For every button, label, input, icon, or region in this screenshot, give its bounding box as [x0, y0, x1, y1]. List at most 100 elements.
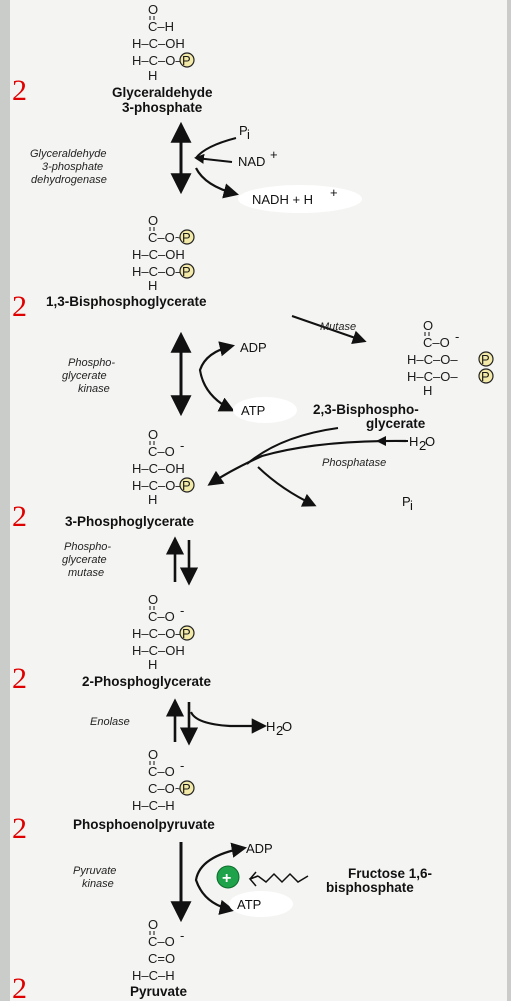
- svg-text:C–O: C–O: [148, 444, 175, 459]
- svg-text:O: O: [148, 427, 158, 442]
- compound-pg3: 3-Phosphoglycerate: [65, 514, 195, 529]
- cofactor-adp-pk: ADP: [246, 841, 273, 856]
- structure-2-phosphoglycerate: O C–O - H–C–O– P H–C–OH H: [132, 592, 195, 672]
- cofactor-h2o-top: H: [409, 434, 418, 449]
- svg-text:-: -: [180, 758, 184, 773]
- stoich-2-pg2: 2: [12, 662, 27, 695]
- enzyme-gapdh-line1: Glyceraldehyde: [30, 148, 106, 160]
- svg-text:i: i: [247, 127, 250, 142]
- svg-text:O: O: [148, 213, 158, 228]
- enzyme-pgk-line3: kinase: [78, 383, 110, 395]
- svg-text:H–C–H: H–C–H: [132, 968, 175, 983]
- svg-text:2: 2: [276, 723, 283, 738]
- reaction-phosphatase: [207, 427, 408, 507]
- enzyme-pk-line1: Pyruvate: [73, 865, 116, 877]
- stoich-2-gap: 2: [12, 74, 27, 107]
- atom-o: O: [148, 2, 158, 17]
- svg-text:P: P: [182, 781, 191, 796]
- compound-fbp-line1: Fructose 1,6-: [348, 866, 432, 881]
- structure-phosphoenolpyruvate: O C–O - C–O~ P H–C–H: [132, 747, 195, 813]
- enzyme-pgk-line2: glycerate: [62, 370, 107, 382]
- svg-text:i: i: [410, 498, 413, 513]
- svg-text:-: -: [455, 329, 459, 344]
- svg-text:H–C–OH: H–C–OH: [132, 643, 185, 658]
- svg-text:C–O: C–O: [423, 335, 450, 350]
- compound-bpg23-line1: 2,3-Bisphospho-: [313, 402, 419, 417]
- compound-gap-line2: 3-phosphate: [122, 100, 203, 115]
- enzyme-enolase: Enolase: [90, 716, 130, 728]
- svg-text:O: O: [282, 719, 292, 734]
- svg-text:O: O: [148, 917, 158, 932]
- svg-text:P: P: [182, 478, 191, 493]
- svg-text:H: H: [148, 657, 157, 672]
- stoich-2-bpg13: 2: [12, 290, 27, 323]
- compound-pyruvate: Pyruvate: [130, 984, 188, 999]
- svg-text:C–O: C–O: [148, 764, 175, 779]
- svg-text:-: -: [180, 438, 184, 453]
- compound-gap-line1: Glyceraldehyde: [112, 85, 213, 100]
- svg-text:-: -: [180, 928, 184, 943]
- svg-text:H–C–OH: H–C–OH: [132, 461, 185, 476]
- svg-text:P: P: [481, 352, 490, 367]
- formula-hcoh: H–C–OH: [132, 36, 185, 51]
- svg-text:-: -: [180, 603, 184, 618]
- enzyme-gapdh-line2: 3-phosphate: [42, 161, 103, 173]
- svg-text:O: O: [148, 747, 158, 762]
- cofactor-adp: ADP: [240, 340, 267, 355]
- svg-text:P: P: [182, 264, 191, 279]
- svg-text:+: +: [270, 147, 278, 162]
- svg-text:C–O: C–O: [148, 934, 175, 949]
- svg-text:P: P: [182, 230, 191, 245]
- formula-ch: C–H: [148, 19, 174, 34]
- frame-right-border: [507, 0, 511, 1001]
- compound-bpg13: 1,3-Bisphosphoglycerate: [46, 294, 207, 309]
- structure-pyruvate: O C–O - C=O H–C–H: [132, 917, 184, 983]
- glow-atp-1: [233, 397, 297, 423]
- structure-2-3-bisphosphoglycerate: O C–O - H–C–O– P H–C–O– P H: [407, 318, 494, 398]
- svg-text:H: H: [148, 492, 157, 507]
- structure-glyceraldehyde-3-phosphate: O C–H H–C–OH H–C–O– P H: [132, 2, 195, 83]
- svg-text:H–C–O–: H–C–O–: [132, 264, 183, 279]
- reaction-gapdh: [170, 121, 239, 199]
- enzyme-pk-line2: kinase: [82, 878, 114, 890]
- svg-text:H–C–O–: H–C–O–: [132, 626, 183, 641]
- svg-text:C=O: C=O: [148, 951, 175, 966]
- enzyme-mutase: Mutase: [320, 321, 356, 333]
- svg-text:H–C–O–: H–C–O–: [132, 478, 183, 493]
- reaction-pgm: [165, 536, 199, 586]
- svg-text:O: O: [148, 592, 158, 607]
- frame-left-border: [0, 0, 10, 1001]
- glow-nadh: [238, 185, 362, 213]
- cofactor-pi-2: P: [402, 494, 411, 509]
- enzyme-gapdh-line3: dehydrogenase: [31, 174, 107, 186]
- glow-atp-2: [229, 891, 293, 917]
- cofactor-nadh: NADH + H: [252, 192, 313, 207]
- svg-text:P: P: [182, 626, 191, 641]
- svg-text:O: O: [425, 434, 435, 449]
- compound-pep: Phosphoenolpyruvate: [73, 817, 215, 832]
- compound-fbp-line2: bisphosphate: [326, 880, 414, 895]
- svg-text:2: 2: [419, 438, 426, 453]
- stoich-2-pyr: 2: [12, 972, 27, 1001]
- reaction-pgk: [170, 331, 236, 417]
- stoich-2-pg3: 2: [12, 500, 27, 533]
- svg-text:H–C–O–: H–C–O–: [407, 352, 458, 367]
- svg-text:H: H: [148, 278, 157, 293]
- svg-text:H–C–H: H–C–H: [132, 798, 175, 813]
- svg-text:H–C–OH: H–C–OH: [132, 247, 185, 262]
- atom-h: H: [148, 68, 157, 83]
- cofactor-nad: NAD: [238, 154, 265, 169]
- reaction-pk: [170, 842, 309, 923]
- svg-text:+: +: [222, 870, 231, 887]
- structure-3-phosphoglycerate: O C–O - H–C–OH H–C–O– P H: [132, 427, 195, 507]
- compound-pg2: 2-Phosphoglycerate: [82, 674, 212, 689]
- stoich-2-pep: 2: [12, 812, 27, 845]
- structure-1-3-bisphosphoglycerate: O C–O~ P H–C–OH H–C–O– P H: [132, 213, 195, 293]
- cofactor-atp-pk: ATP: [237, 897, 261, 912]
- svg-text:O: O: [423, 318, 433, 333]
- reaction-enolase: [165, 698, 268, 746]
- cofactor-pi: P: [239, 123, 248, 138]
- compound-bpg23-line2: glycerate: [366, 416, 426, 431]
